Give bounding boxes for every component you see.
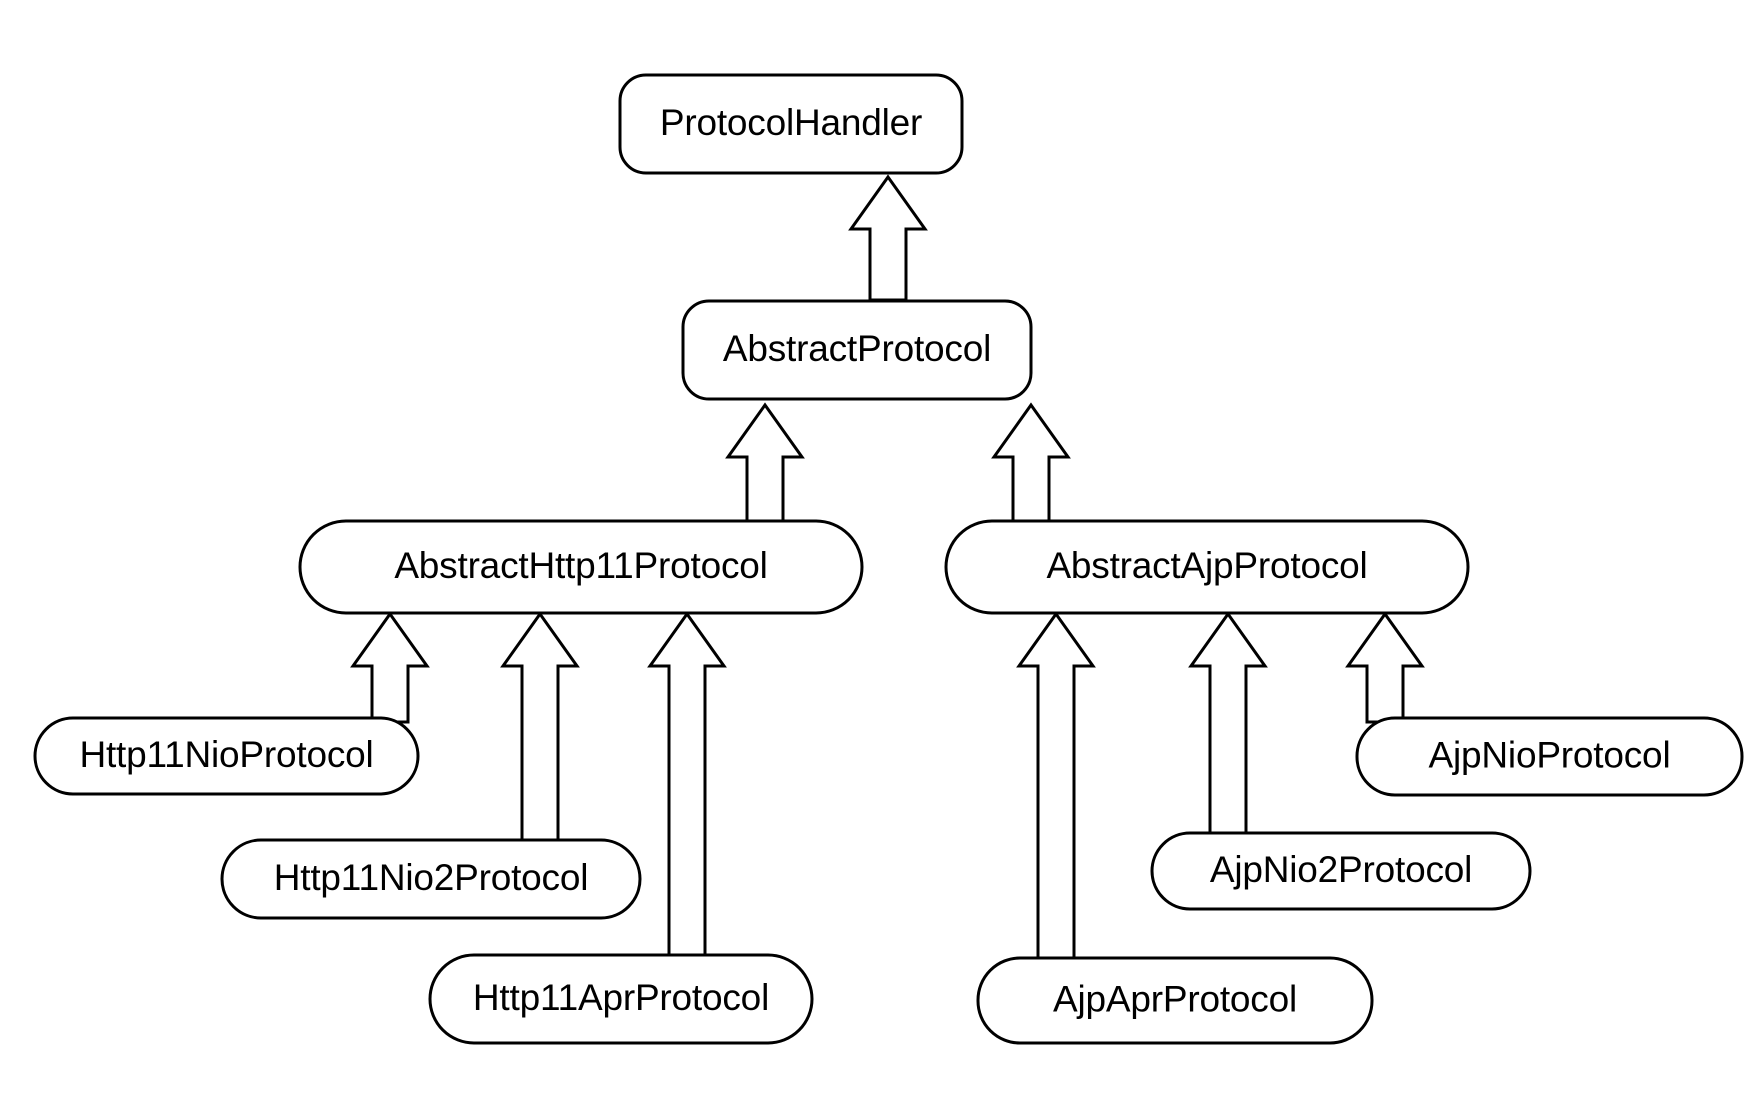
generalization-arrow (647, 611, 727, 960)
generalization-arrow (725, 402, 805, 524)
generalization-arrow (1345, 611, 1425, 724)
class-node-abstract-http11[interactable]: AbstractHttp11Protocol (298, 519, 864, 615)
class-node-ajp-nio2[interactable]: AjpNio2Protocol (1150, 831, 1532, 911)
class-node-abstract-protocol[interactable]: AbstractProtocol (681, 299, 1033, 401)
generalization-arrow (1016, 611, 1096, 962)
generalization-arrow (350, 611, 430, 724)
class-box-ajp-nio[interactable] (1355, 716, 1744, 797)
class-node-http11-nio[interactable]: Http11NioProtocol (33, 716, 420, 796)
class-box-http11-nio[interactable] (33, 716, 420, 796)
class-box-abstract-http11[interactable] (298, 519, 864, 615)
class-node-http11-nio2[interactable]: Http11Nio2Protocol (220, 838, 642, 920)
class-box-http11-nio2[interactable] (220, 838, 642, 920)
generalization-arrow (991, 402, 1071, 524)
class-node-protocol-handler[interactable]: ProtocolHandler (618, 73, 964, 175)
class-box-ajp-apr[interactable] (976, 956, 1374, 1045)
class-box-protocol-handler[interactable] (618, 73, 964, 175)
class-box-ajp-nio2[interactable] (1150, 831, 1532, 911)
class-node-ajp-nio[interactable]: AjpNioProtocol (1355, 716, 1744, 797)
generalization-arrow (1188, 611, 1268, 838)
class-box-abstract-protocol[interactable] (681, 299, 1033, 401)
generalization-arrow (500, 611, 580, 844)
class-box-http11-apr[interactable] (428, 953, 814, 1045)
class-node-abstract-ajp[interactable]: AbstractAjpProtocol (944, 519, 1470, 615)
class-box-abstract-ajp[interactable] (944, 519, 1470, 615)
class-node-http11-apr[interactable]: Http11AprProtocol (428, 953, 814, 1045)
generalization-arrow (848, 174, 928, 302)
class-node-ajp-apr[interactable]: AjpAprProtocol (976, 956, 1374, 1045)
